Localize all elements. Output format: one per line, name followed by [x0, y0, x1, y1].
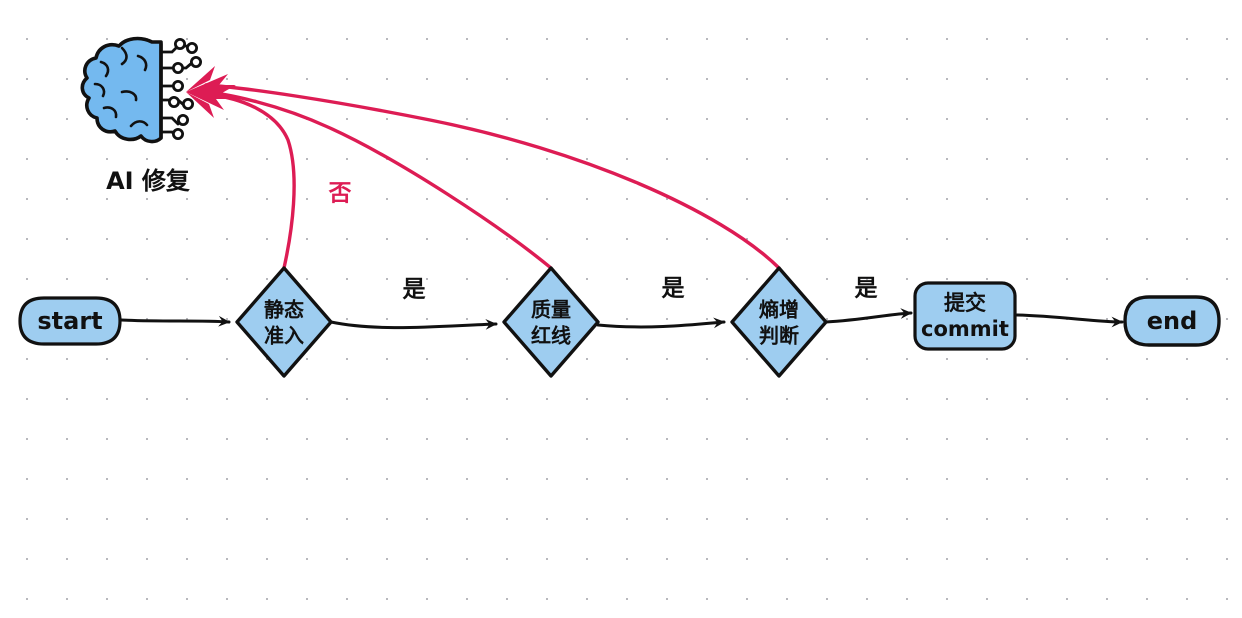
brain-circuit-nodes-icon — [167, 38, 202, 140]
edge-entropy-to-ai — [204, 83, 781, 270]
node-end-shape — [1123, 295, 1221, 347]
node-commit[interactable]: 提交 commit — [913, 281, 1017, 351]
node-end-label: end — [1147, 307, 1198, 335]
node-entropy-gate-label-line1: 熵增 — [758, 298, 799, 322]
node-commit-shape — [913, 281, 1017, 351]
node-commit-label-line2: commit — [921, 317, 1009, 341]
node-end[interactable]: end — [1123, 295, 1221, 347]
node-static-gate-label-line2: 准入 — [264, 324, 304, 348]
edge-label-yes-2: 是 — [662, 276, 685, 302]
edge-label-yes-3: 是 — [855, 276, 878, 302]
node-static-gate[interactable]: 静态 准入 — [235, 266, 333, 378]
edge-quality-to-entropy — [596, 317, 726, 329]
node-quality-gate-shape — [502, 266, 600, 378]
node-ai-repair[interactable]: AI 修复 — [80, 36, 202, 195]
edge-static-to-quality — [329, 318, 498, 330]
node-quality-gate-label-line2: 红线 — [531, 324, 571, 348]
edge-start-to-static — [119, 315, 231, 327]
edge-commit-to-end — [1015, 313, 1124, 328]
edge-label-yes-1: 是 — [403, 277, 426, 303]
node-entropy-gate[interactable]: 熵增 判断 — [730, 266, 828, 378]
brain-folds-icon — [93, 46, 149, 128]
node-entropy-gate-label-line2: 判断 — [759, 324, 799, 348]
node-start[interactable]: start — [18, 296, 122, 346]
node-static-gate-shape — [235, 266, 333, 378]
node-quality-gate-label-line1: 质量 — [531, 298, 571, 322]
ai-repair-caption: AI 修复 — [106, 167, 191, 195]
node-entropy-gate-shape — [730, 266, 828, 378]
node-start-label: start — [37, 307, 102, 335]
ai-feedback-arrowhead — [186, 66, 236, 118]
edges-ai-feedback — [203, 83, 781, 270]
edge-entropy-to-commit — [824, 308, 913, 324]
node-quality-gate[interactable]: 质量 红线 — [502, 266, 600, 378]
edge-static-to-ai — [204, 92, 296, 270]
node-static-gate-label-line1: 静态 — [264, 298, 304, 322]
brain-icon — [80, 36, 163, 144]
node-start-shape — [18, 296, 122, 346]
edges-main-flow — [119, 308, 1124, 330]
node-commit-label-line1: 提交 — [944, 291, 986, 315]
edge-label-no-1: 否 — [328, 181, 352, 207]
edge-quality-to-ai — [203, 90, 553, 270]
